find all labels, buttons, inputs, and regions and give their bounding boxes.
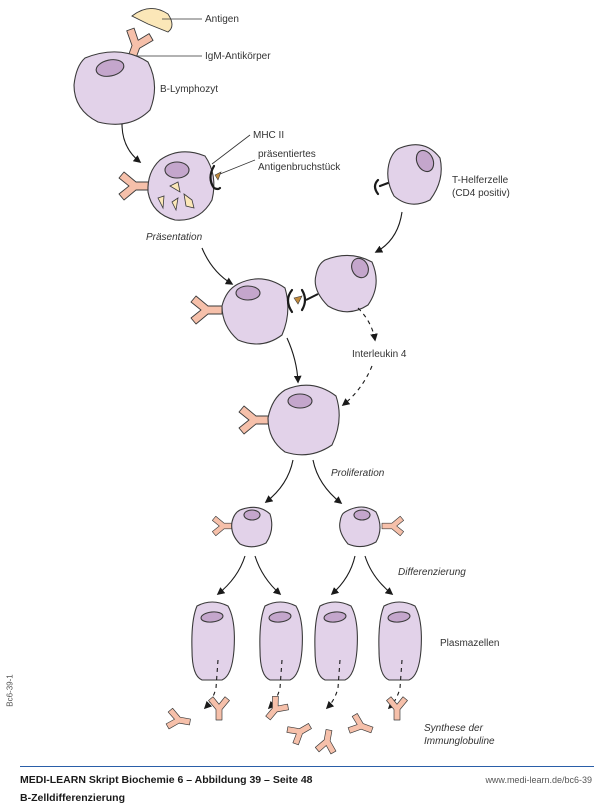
label-plasma-cells: Plasmazellen [440, 638, 499, 649]
antibody-icon [284, 716, 316, 748]
dashed-arrow-pc3 [325, 659, 341, 710]
b-cell-presenting [118, 151, 222, 221]
label-antigen: Antigen [205, 14, 239, 25]
label-presented-1: präsentiertes [258, 149, 316, 160]
b-lymphocyte-initial [73, 8, 173, 125]
label-proliferation: Proliferation [331, 468, 385, 479]
b-cell-antibody-icon [118, 171, 151, 201]
arrow-complex-to-activated [286, 337, 302, 384]
dashed-arrow-pc1 [203, 659, 219, 710]
dashed-arrow-pc2 [267, 659, 283, 710]
label-b-lymphocyte: B-Lymphozyt [160, 84, 218, 95]
daughter-cell-left [211, 506, 273, 548]
peptide-icon [214, 171, 222, 181]
dashed-arrow-pc4 [387, 659, 403, 710]
label-presentation: Präsentation [146, 232, 203, 243]
antibody-icon [259, 693, 292, 726]
footer-divider [20, 766, 594, 767]
arrow-diff-4 [364, 555, 394, 595]
plasma-cell-3 [314, 601, 358, 681]
antibody-icon [208, 696, 230, 721]
figure-code: Bc6-39-1 [5, 674, 15, 707]
plasma-cell-4 [378, 601, 422, 681]
plasma-cell-1 [191, 601, 235, 681]
antigen-icon [131, 8, 173, 33]
footer-url[interactable]: www.medi-learn.de/bc6-39 [485, 775, 592, 785]
secreted-antibodies [164, 693, 408, 756]
t-helper-cell [373, 144, 442, 205]
arrow-to-presentation [121, 123, 142, 163]
label-presented-2: Antigenbruchstück [258, 162, 341, 173]
arrow-prolif-left [264, 459, 294, 503]
arrow-diff-2 [254, 555, 282, 596]
arrow-diff-3 [330, 555, 356, 596]
b-cell-body [73, 51, 156, 125]
arrow-presentation-to-complex [201, 247, 234, 285]
arrow-prolif-right [312, 459, 343, 504]
daughter-cell-right [339, 506, 405, 548]
label-mhc2: MHC II [253, 130, 284, 141]
dashed-arrow-il4 [357, 307, 378, 342]
b-t-cell-complex [190, 254, 377, 345]
label-synthesis-2: Immunglobuline [424, 736, 495, 747]
label-interleukin: Interleukin 4 [352, 349, 407, 360]
footer-subtitle: B-Zelldifferenzierung [20, 792, 126, 804]
activated-b-cell [238, 384, 340, 456]
label-igm: IgM-Antikörper [205, 51, 271, 62]
arrow-thelper-to-complex [374, 211, 403, 253]
antibody-icon [314, 727, 340, 756]
antibody-icon [386, 696, 408, 721]
label-differentiation: Differenzierung [398, 567, 466, 578]
antibody-icon [164, 707, 193, 733]
mhc-ii-icon [209, 164, 222, 191]
footer-title: MEDI-LEARN Skript Biochemie 6 – Abbildun… [20, 774, 313, 786]
b-cell-nucleus [95, 59, 125, 77]
label-t-helper-1: T-Helferzelle [452, 175, 509, 186]
arrow-diff-1 [216, 555, 246, 595]
label-synthesis-1: Synthese der [424, 723, 484, 734]
plasma-cell-2 [259, 601, 303, 681]
antibody-icon [346, 711, 376, 741]
label-t-helper-2: (CD4 positiv) [452, 188, 510, 199]
dashed-arrow-il4-to-cell [341, 365, 373, 406]
